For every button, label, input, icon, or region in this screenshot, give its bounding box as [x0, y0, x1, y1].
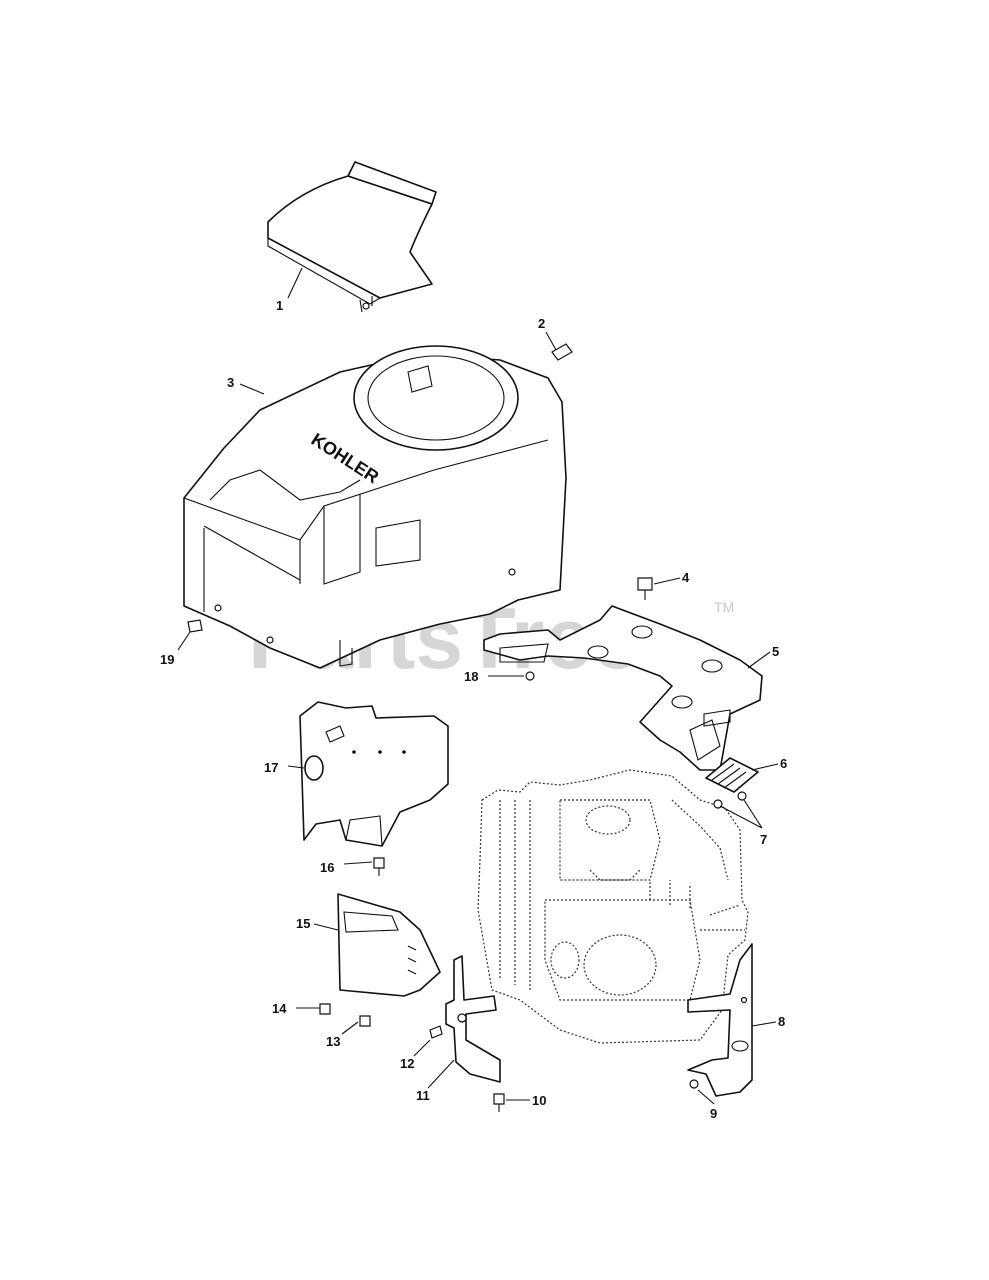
part-3-blower-housing: KOHLER	[183, 345, 567, 669]
callout-12: 12	[400, 1056, 414, 1071]
callout-4: 4	[682, 570, 690, 585]
callout-9: 9	[710, 1106, 717, 1121]
callout-15: 15	[296, 916, 310, 931]
callout-17: 17	[264, 760, 278, 775]
callout-13: 13	[326, 1034, 340, 1049]
callout-3: 3	[227, 375, 234, 390]
engine-block-outline	[477, 769, 749, 1044]
callout-5: 5	[772, 644, 779, 659]
part-11-bracket	[445, 955, 501, 1083]
part-18-screw	[525, 671, 535, 681]
callout-1: 1	[276, 298, 283, 313]
part-2-screw	[551, 343, 573, 361]
part-6-rectifier	[705, 757, 759, 793]
callout-10: 10	[532, 1093, 546, 1108]
callouts: 1 2 3 4 5 6 7 8 9 10 11 12 13 14 15 16 1…	[160, 298, 787, 1121]
callout-6: 6	[780, 756, 787, 771]
callout-11: 11	[416, 1088, 430, 1103]
part-9-screw	[689, 1079, 699, 1089]
part-17-baffle	[299, 701, 449, 847]
part-12-screw	[429, 1025, 443, 1039]
part-5-baffle	[483, 605, 763, 771]
part-8-bracket	[687, 943, 753, 1097]
part-10-screw	[493, 1093, 505, 1112]
part-4-screw	[637, 577, 653, 600]
part-15-baffle	[337, 893, 441, 997]
callout-19: 19	[160, 652, 174, 667]
callout-7: 7	[760, 832, 767, 847]
watermark-tm: TM	[714, 599, 734, 615]
part-16-screw	[373, 857, 385, 876]
callout-2: 2	[538, 316, 545, 331]
part-14-screw	[319, 1003, 331, 1015]
part-7-screws	[713, 791, 747, 809]
callout-18: 18	[464, 669, 478, 684]
callout-8: 8	[778, 1014, 785, 1029]
part-13-screw	[359, 1015, 371, 1027]
part-19-screw	[187, 619, 203, 633]
part-1-air-cleaner-cover	[267, 161, 437, 313]
callout-16: 16	[320, 860, 334, 875]
callout-14: 14	[272, 1001, 287, 1016]
leader-lines	[177, 267, 779, 1105]
